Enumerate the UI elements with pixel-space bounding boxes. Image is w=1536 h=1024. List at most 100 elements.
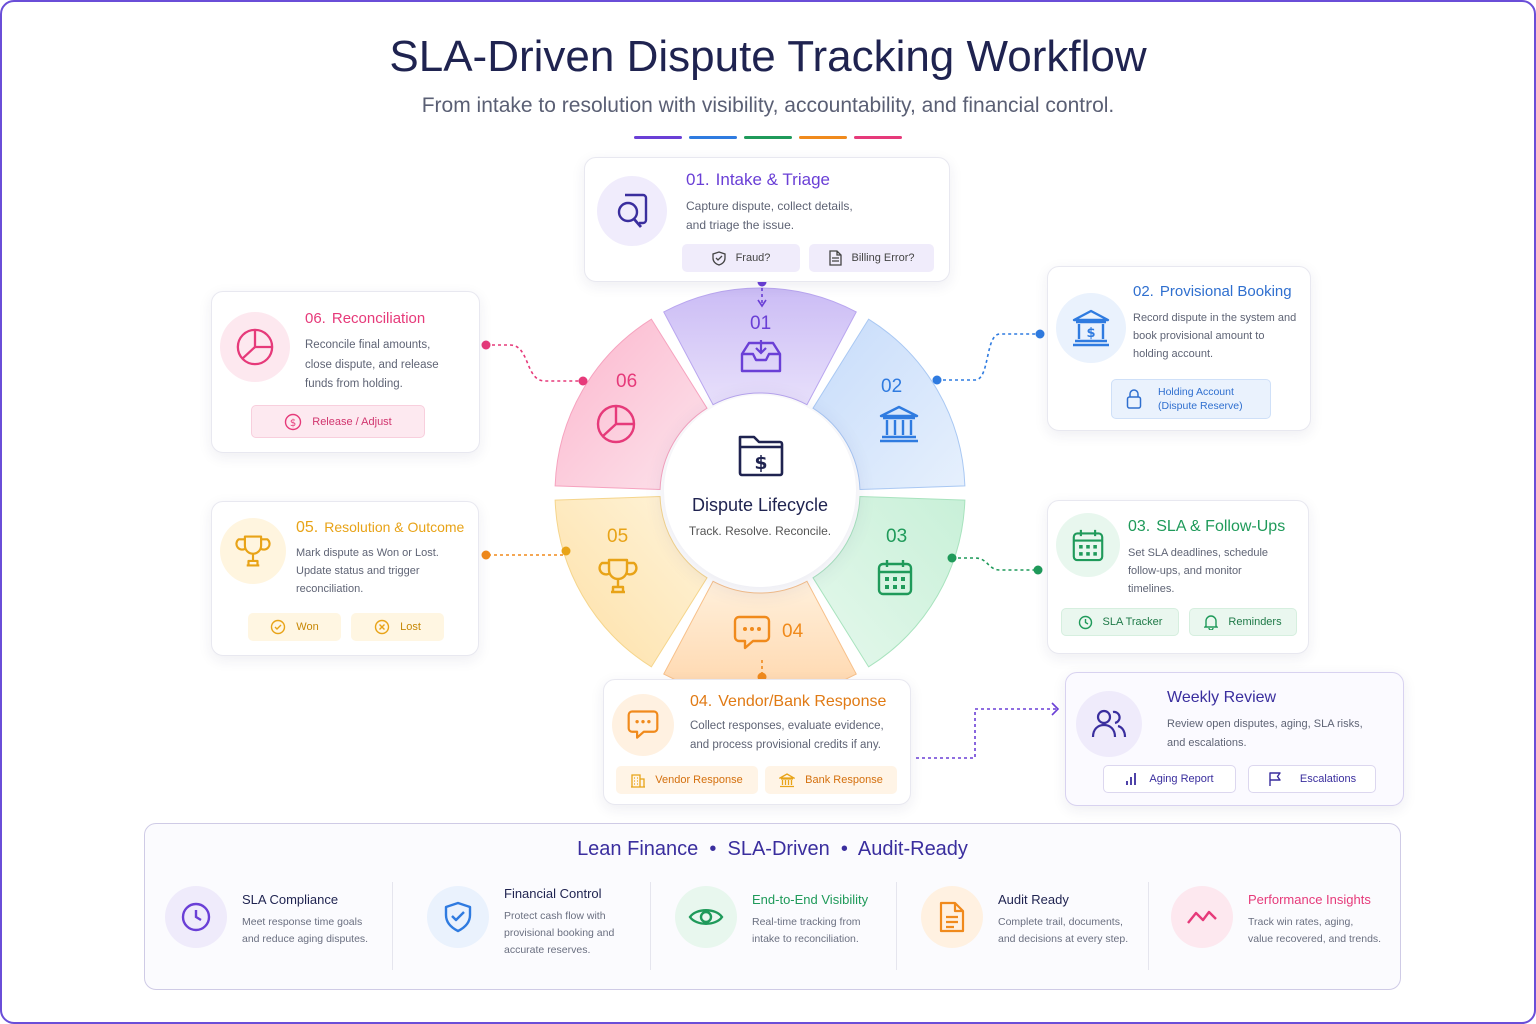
feature-performance-icon-circle [1171, 886, 1233, 948]
feature-performance-title: Performance Insights [1248, 892, 1371, 907]
card-intake-icon-circle [597, 176, 667, 246]
chip-reminders[interactable]: Reminders [1189, 608, 1297, 636]
bank-dollar-icon: $ [1072, 309, 1110, 347]
bar-chart-icon [1126, 773, 1137, 785]
card-sla-followups: 03.SLA & Follow-Ups Set SLA deadlines, s… [1047, 500, 1309, 654]
underline-green [744, 136, 792, 139]
card-reconciliation-icon-circle [220, 312, 290, 382]
shield-check-icon [444, 901, 472, 933]
segment-04-number: 04 [782, 621, 804, 642]
calendar-icon [877, 560, 913, 596]
chip-aging-report[interactable]: Aging Report [1103, 765, 1236, 793]
card-resolution-title: 05.Resolution & Outcome [296, 519, 465, 536]
eye-icon [688, 909, 724, 925]
card-provisional-title: 02.Provisional Booking [1133, 283, 1292, 300]
search-document-icon [617, 193, 648, 228]
feature-audit-icon-circle [921, 886, 983, 948]
chip-bank-response[interactable]: Bank Response [765, 766, 897, 794]
card-sla-icon-circle [1056, 513, 1120, 577]
document-icon [828, 250, 842, 266]
pie-chart-icon [596, 404, 636, 444]
flag-icon [1269, 771, 1281, 786]
dollar-circle-icon: $ [285, 413, 302, 430]
card-vendor-bank-response: 04.Vendor/Bank Response Collect response… [603, 679, 911, 805]
chip-fraud[interactable]: Fraud? [682, 244, 800, 272]
underline-orange [799, 136, 847, 139]
chip-won[interactable]: Won [248, 613, 341, 641]
chip-lost[interactable]: Lost [351, 613, 444, 641]
feature-visibility-title: End-to-End Visibility [752, 892, 869, 907]
segment-02-number: 02 [881, 376, 903, 397]
page-subtitle: From intake to resolution with visibilit… [421, 94, 1115, 117]
segment-05-number: 05 [607, 526, 629, 547]
segment-01-number: 01 [750, 313, 772, 334]
lock-icon [1126, 389, 1142, 409]
svg-text:$: $ [290, 418, 296, 429]
inbox-icon [740, 340, 782, 373]
clock-icon [181, 902, 211, 932]
svg-text:$: $ [754, 452, 767, 474]
feature-divider [650, 882, 651, 970]
feature-financial-icon-circle [427, 886, 489, 948]
users-icon [1091, 709, 1127, 738]
feature-financial-control: Financial Control Protect cash flow with… [427, 882, 652, 972]
calendar-icon [1072, 529, 1104, 562]
card-resolution-outcome: 05.Resolution & Outcome Mark dispute as … [211, 501, 479, 656]
chip-escalations[interactable]: Escalations [1248, 765, 1376, 793]
feature-sla-icon-circle [165, 886, 227, 948]
segment-02-sector [812, 318, 966, 491]
trophy-icon [598, 558, 638, 594]
segment-06-sector [554, 318, 708, 491]
card-resolution-icon-circle [220, 518, 286, 584]
center-title: Dispute Lifecycle [691, 495, 829, 515]
page-title: SLA-Driven Dispute Tracking Workflow [389, 32, 1147, 81]
segment-06-number: 06 [616, 371, 638, 392]
underline-blue [689, 136, 737, 139]
feature-audit-description: Complete trail, documents,and decisions … [998, 916, 1129, 945]
card-weekly-title: Weekly Review [1167, 689, 1277, 706]
chip-release-adjust[interactable]: $ Release / Adjust [251, 405, 425, 438]
feature-sla-title: SLA Compliance [242, 892, 339, 907]
color-underline [634, 136, 902, 139]
feature-audit-ready: Audit Ready Complete trail, documents,an… [921, 882, 1146, 972]
card-reconciliation: 06.Reconciliation Reconcile final amount… [211, 291, 480, 453]
card-response-description: Collect responses, evaluate evidence,and… [690, 720, 884, 751]
card-reconciliation-description: Reconcile final amounts,close dispute, a… [305, 339, 439, 390]
center-subtitle: Track. Resolve. Reconcile. [688, 524, 832, 538]
feature-audit-title: Audit Ready [998, 892, 1069, 907]
card-response-title: 04.Vendor/Bank Response [690, 693, 887, 710]
bank-icon [779, 772, 796, 787]
card-resolution-description: Mark dispute as Won or Lost.Update statu… [296, 547, 439, 595]
feature-divider [1148, 882, 1149, 970]
trophy-icon [235, 535, 271, 567]
feature-financial-title: Financial Control [504, 886, 602, 901]
trend-line-icon [1187, 910, 1217, 924]
shield-check-icon [711, 250, 726, 266]
feature-performance-description: Track win rates, aging,value recovered, … [1248, 916, 1382, 945]
segment-03-number: 03 [886, 526, 908, 547]
bottom-principles-panel: Lean Finance • SLA-Driven • Audit-Ready … [144, 823, 1401, 990]
feature-divider [392, 882, 393, 970]
building-icon [631, 773, 646, 788]
clock-icon [1078, 615, 1092, 629]
card-weekly-description: Review open disputes, aging, SLA risks,a… [1167, 718, 1363, 749]
chip-billing-error[interactable]: Billing Error? [809, 244, 934, 272]
bell-icon [1204, 615, 1219, 630]
feature-performance-insights: Performance Insights Track win rates, ag… [1171, 882, 1396, 972]
bank-icon [879, 405, 919, 443]
check-circle-icon [271, 619, 286, 635]
feature-divider [896, 882, 897, 970]
center-lifecycle-circle: $ Dispute Lifecycle Track. Resolve. Reco… [664, 395, 856, 587]
card-sla-title: 03.SLA & Follow-Ups [1128, 518, 1286, 535]
chip-sla-tracker[interactable]: SLA Tracker [1061, 608, 1179, 636]
chip-holding-account[interactable]: Holding Account (Dispute Reserve) [1111, 379, 1271, 419]
document-icon [939, 901, 965, 933]
feature-visibility-icon-circle [675, 886, 737, 948]
chip-vendor-response[interactable]: Vendor Response [616, 766, 758, 794]
card-intake-title: 01.Intake & Triage [686, 170, 830, 189]
